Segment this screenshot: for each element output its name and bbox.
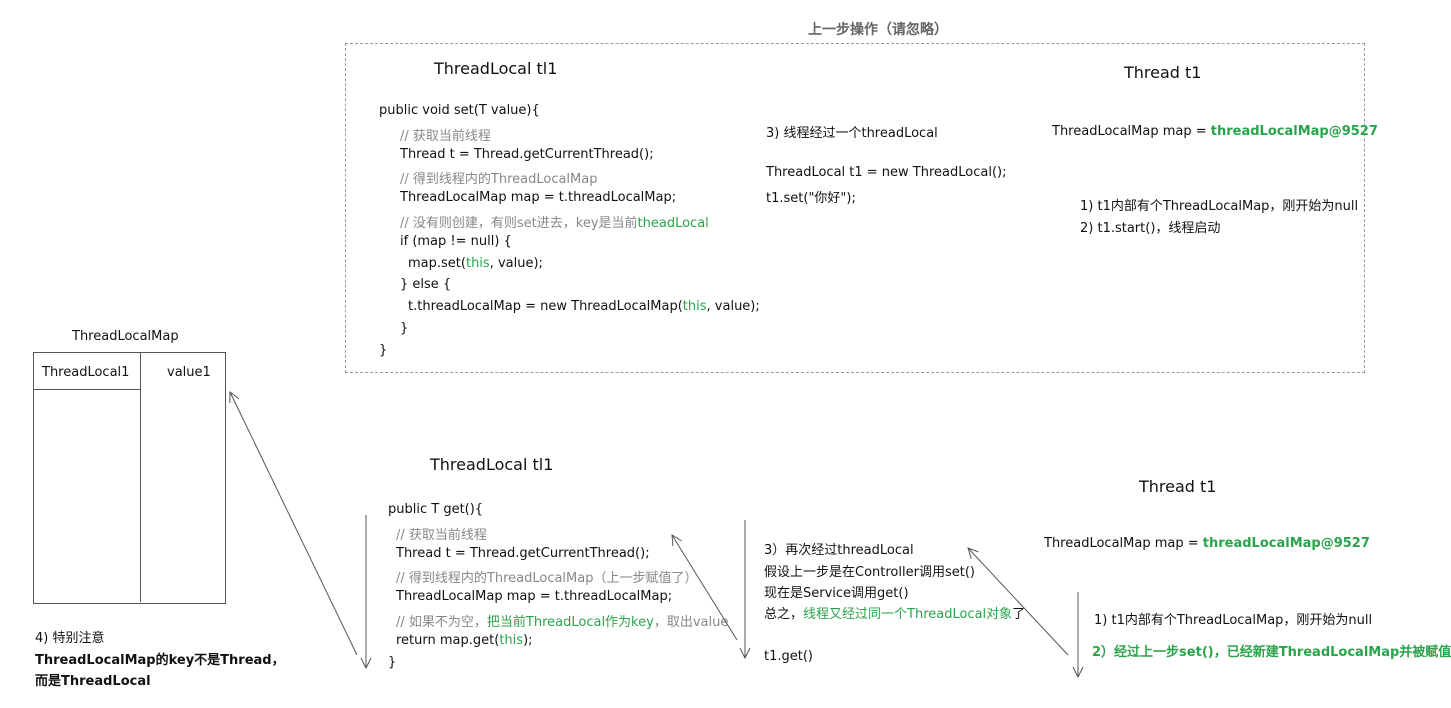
arrow-code-to-map-table [230,392,358,656]
code-text: ThreadLocalMap map = t.threadLocalMap; [396,589,673,605]
code-text: } else { [400,277,452,293]
code-this-keyword: this [499,632,524,648]
code-line: // 获取当前线程 [400,125,491,144]
top-thread-map-value: threadLocalMap@9527 [1210,124,1378,139]
code-line: Thread t = Thread.getCurrentThread(); [396,546,650,561]
map-table-value-cell: value1 [167,365,211,380]
code-text: , value); [706,299,760,315]
code-comment: // 获取当前线程 [400,128,491,144]
code-text: Thread t = Thread.getCurrentThread(); [396,545,650,561]
bottom-step3-line4-green: 线程又经过同一个ThreadLocal对象 [803,607,1013,622]
code-comment: // 如果不为空， [396,615,487,630]
bottom-thread-title: Thread t1 [1139,477,1217,496]
bottom-thread-map-value: threadLocalMap@9527 [1202,536,1370,551]
map-table-title: ThreadLocalMap [72,329,179,344]
code-text: return map.get( [396,632,500,648]
code-text: ); [523,632,533,648]
top-step3-code-set: t1.set("你好"); [766,191,856,206]
code-line: return map.get(this); [396,633,533,648]
code-comment: // 得到线程内的ThreadLocalMap [400,172,598,188]
special-note-heading: 4) 特别注意 [35,631,105,646]
bottom-step3-line4-suffix: 了 [1012,607,1026,622]
code-text: if (map != null) { [400,233,512,249]
code-line: map.set(this, value); [408,256,543,271]
code-this-keyword: this [682,299,707,315]
code-line: if (map != null) { [400,234,512,249]
map-table-key-cell: ThreadLocal1 [42,365,130,380]
top-thread-map-label: ThreadLocalMap map = [1052,124,1211,139]
code-line: ThreadLocalMap map = t.threadLocalMap; [396,589,672,604]
code-text: } [400,321,409,336]
bottom-thread-map-line: ThreadLocalMap map = threadLocalMap@9527 [1044,536,1370,551]
code-text: public T get(){ [388,502,484,517]
code-text: } [379,342,388,358]
code-comment: ，取出value [653,615,729,630]
code-line: Thread t = Thread.getCurrentThread(); [400,147,654,162]
code-line: } else { [400,277,451,292]
bottom-thread-map-label: ThreadLocalMap map = [1044,536,1203,551]
code-text: public void set(T value){ [379,103,540,118]
special-note-line3: 而是ThreadLocal [35,674,151,689]
bottom-thread-note2: 2）经过上一步set()，已经新建ThreadLocalMap并被赋值 [1092,645,1451,660]
code-line: t.threadLocalMap = new ThreadLocalMap(th… [408,299,760,314]
code-line: public void set(T value){ [379,103,540,118]
bottom-thread-note1: 1) t1内部有个ThreadLocalMap，刚开始为null [1094,613,1373,628]
top-thread-title: Thread t1 [1124,63,1202,82]
bottom-step3-line4-prefix: 总之， [764,607,804,622]
arrow-step3-to-code [672,535,738,641]
top-step3-code-new: ThreadLocal t1 = new ThreadLocal(); [766,165,1007,180]
code-text: t.threadLocalMap = new ThreadLocalMap( [408,299,683,315]
previous-step-frame [345,43,1365,373]
code-line: public T get(){ [388,502,483,517]
previous-step-label: 上一步操作（请忽略） [808,22,948,38]
top-thread-map-line: ThreadLocalMap map = threadLocalMap@9527 [1052,124,1378,139]
arrow-thread-to-step3 [968,548,1069,656]
bottom-threadlocal-title: ThreadLocal tl1 [430,455,554,474]
bottom-step3-code: t1.get() [764,649,813,664]
code-line: // 没有则创建，有则set进去，key是当前theadLocal [400,212,709,231]
code-this-keyword: this [465,255,490,271]
code-text: map.set( [408,255,466,271]
bottom-step3-line1: 3）再次经过threadLocal [764,543,914,558]
bottom-step3-line3: 现在是Service调用get() [764,586,909,601]
code-line: } [379,343,387,358]
bottom-step3-line2: 假设上一步是在Controller调用set() [764,565,975,580]
special-note-line2: ThreadLocalMap的key不是Thread， [35,653,285,668]
code-line: // 得到线程内的ThreadLocalMap [400,168,597,187]
code-line: // 如果不为空，把当前ThreadLocal作为key，取出value [396,611,728,630]
top-threadlocal-title: ThreadLocal tl1 [434,59,558,78]
code-comment: // 得到线程内的ThreadLocalMap（上一步赋值了） [396,571,698,587]
code-text: Thread t = Thread.getCurrentThread(); [400,146,654,162]
map-table-column-divider [140,352,141,602]
code-comment: // 获取当前线程 [396,527,487,543]
code-comment: // 没有则创建，有则set进去，key是当前 [400,216,638,231]
code-text: , value); [489,255,543,271]
code-highlight: theadLocal [637,216,709,231]
code-line: } [400,321,408,336]
top-thread-note2: 2) t1.start()，线程启动 [1080,221,1221,236]
code-text: } [388,654,397,670]
map-table [33,352,226,604]
code-line: // 获取当前线程 [396,524,487,543]
map-table-row-divider [33,389,141,390]
code-highlight: 把当前ThreadLocal作为key [486,615,654,630]
top-thread-note1: 1) t1内部有个ThreadLocalMap，刚开始为null [1080,199,1359,214]
bottom-step3-line4: 总之，线程又经过同一个ThreadLocal对象了 [764,603,1025,622]
top-step3-label: 3) 线程经过一个threadLocal [766,126,938,141]
code-line: } [388,655,396,670]
code-line: ThreadLocalMap map = t.threadLocalMap; [400,190,676,205]
code-text: ThreadLocalMap map = t.threadLocalMap; [400,190,677,206]
code-line: // 得到线程内的ThreadLocalMap（上一步赋值了） [396,567,697,586]
